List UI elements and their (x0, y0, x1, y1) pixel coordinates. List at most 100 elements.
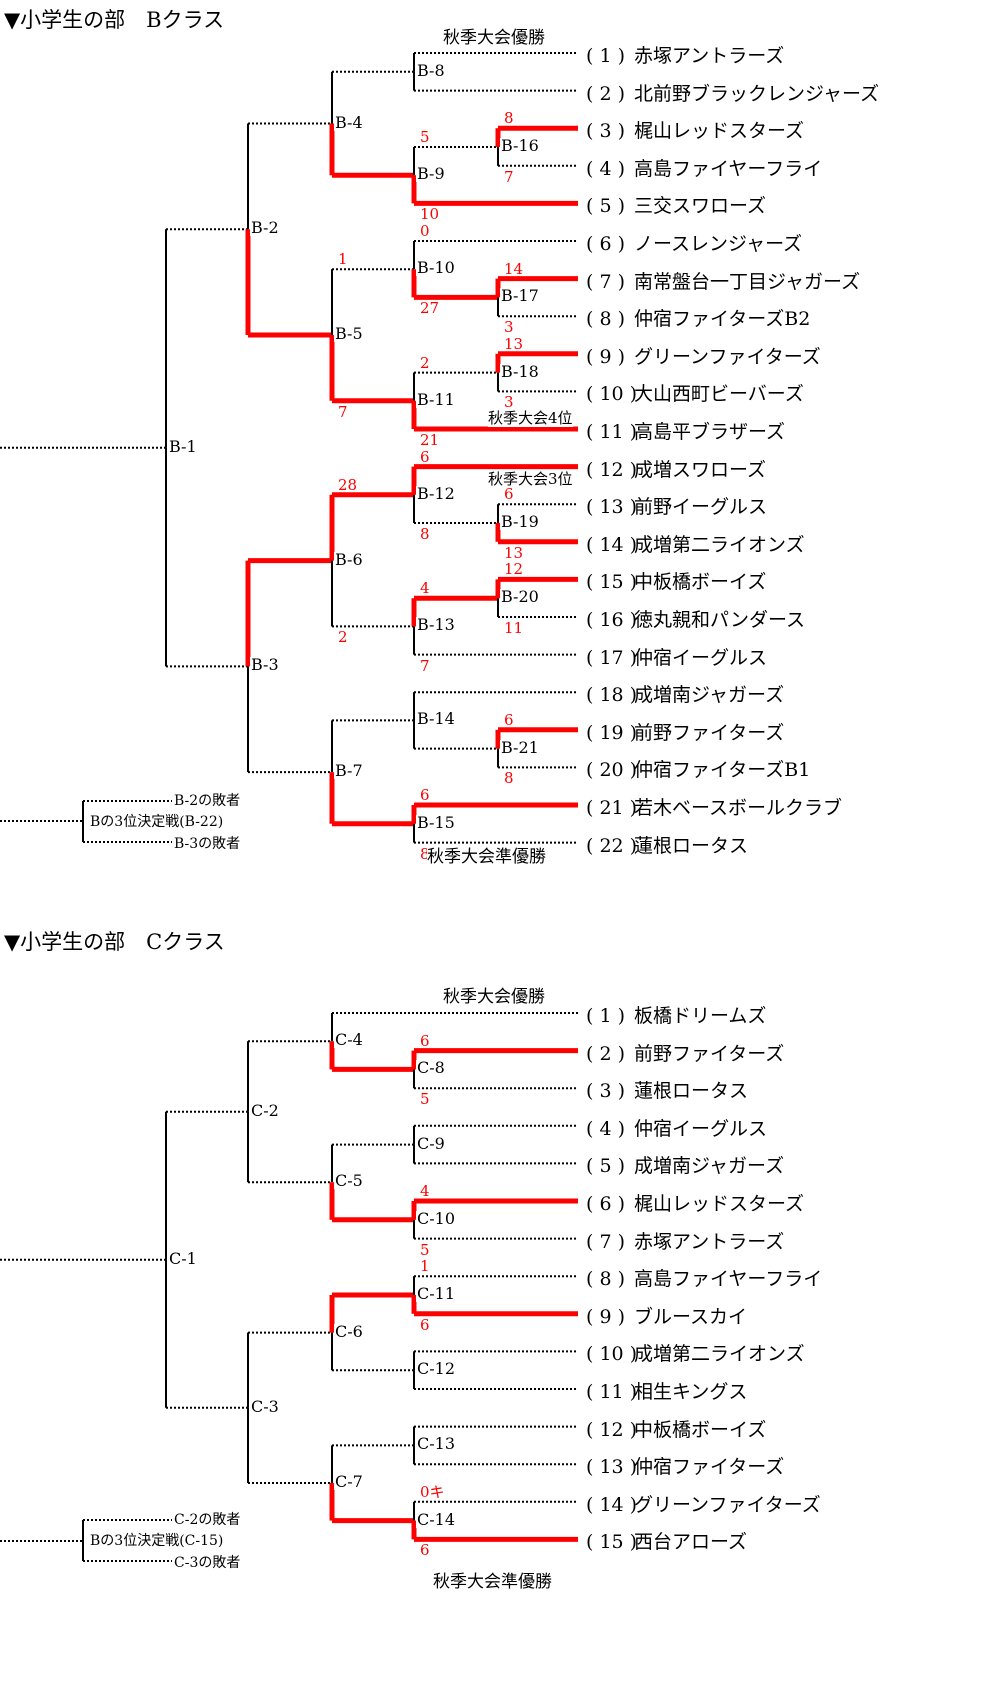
team-name: 相生キングス (634, 1381, 748, 1403)
team-entry: ( 5 )三交スワローズ (586, 191, 766, 218)
match-label: C-14 (416, 1509, 457, 1529)
team-entry: ( 9 )グリーンファイターズ (586, 342, 821, 369)
team-name: 北前野ブラックレンジャーズ (634, 82, 880, 105)
team-name: 大山西町ビーバーズ (634, 383, 804, 406)
team-entry: ( 7 )南常盤台一丁目ジャガーズ (586, 267, 860, 294)
team-entry: ( 14 )グリーンファイターズ (586, 1490, 821, 1517)
score-top: 28 (338, 475, 358, 494)
match-label: B-18 (500, 361, 540, 381)
match-label: B-11 (416, 389, 456, 409)
team-name: 成増南ジャガーズ (634, 684, 785, 707)
score-bottom: 13 (504, 543, 524, 562)
team-seed-number: ( 4 ) (586, 1117, 625, 1140)
team-name: 高島平ブラザーズ (634, 421, 786, 443)
team-entry: ( 1 ) 板橋ドリームズ (586, 1001, 766, 1028)
team-seed-number: ( 9 ) (586, 1305, 625, 1328)
match-label: B-19 (500, 512, 540, 531)
team-name: グリーンファイターズ (634, 345, 821, 368)
result-note-champion: 秋季大会優勝 (443, 28, 545, 48)
match-label: C-1 (168, 1248, 198, 1268)
match-label: C-8 (416, 1058, 446, 1078)
team-entry: ( 19 )前野ファイターズ (586, 718, 784, 745)
team-entry: ( 7 ) 赤塚アントラーズ (586, 1227, 784, 1254)
score-bottom: 2 (338, 628, 348, 647)
match-label: B-8 (416, 60, 446, 80)
score-bottom: 10 (420, 205, 440, 224)
score-top: 6 (420, 447, 430, 466)
team-entry: ( 5 ) 成増南ジャガーズ (586, 1151, 784, 1178)
team-entry: ( 10 )大山西町ビーバーズ (586, 379, 804, 406)
team-name: 西台アローズ (634, 1531, 748, 1554)
match-label: C-7 (334, 1472, 364, 1491)
team-entry: ( 4 )高島ファイヤーフライ (586, 154, 822, 181)
team-seed-number: ( 2 ) (586, 1042, 625, 1065)
score-bottom: 6 (420, 1541, 430, 1560)
team-name: 成増スワローズ (634, 458, 767, 481)
team-seed-number: ( 10 ) (586, 1343, 638, 1366)
team-entry: ( 8 )仲宿ファイターズB2 (586, 304, 810, 331)
team-entry: ( 10 )成増第二ライオンズ (586, 1339, 805, 1366)
team-seed-number: ( 14 ) (586, 533, 638, 556)
team-entry: ( 20 )仲宿ファイターズB1 (586, 755, 810, 782)
score-top: 1 (420, 1257, 430, 1276)
team-seed-number: ( 1 ) (586, 1005, 625, 1027)
team-entry: ( 14 )成増第二ライオンズ (586, 530, 805, 557)
team-entry: ( 17 )仲宿イーグルス (586, 643, 767, 670)
third-place-loser-b: C-3の敗者 (174, 1554, 241, 1572)
third-place-game: Bの3位決定戦(C-15) (90, 1532, 224, 1550)
team-name: ノースレンジャーズ (634, 233, 803, 255)
team-entry: ( 15 )中板橋ボーイズ (586, 567, 766, 594)
team-entry: ( 12 )成増スワローズ (586, 455, 766, 482)
score-top: 5 (420, 128, 430, 146)
match-label: B-3 (250, 655, 280, 675)
team-entry: ( 3 )梶山レッドスターズ (586, 116, 804, 143)
team-name: 仲宿イーグルス (634, 1117, 768, 1140)
match-label: C-11 (416, 1284, 457, 1303)
team-seed-number: ( 8 ) (586, 308, 625, 331)
team-entry: ( 22 )蓮根ロータス (586, 831, 748, 858)
team-seed-number: ( 2 ) (586, 82, 625, 105)
score-bottom: 5 (420, 1240, 430, 1259)
match-label: B-17 (500, 286, 540, 306)
team-name: 成増第二ライオンズ (634, 533, 805, 556)
third-place-loser-b: B-3の敗者 (174, 835, 241, 853)
score-bottom: 7 (504, 167, 514, 186)
team-seed-number: ( 5 ) (586, 1155, 625, 1178)
score-top: 8 (504, 109, 514, 128)
match-label: B-12 (416, 483, 456, 503)
team-name: 成増南ジャガーズ (634, 1155, 785, 1178)
team-entry: ( 2 ) 北前野ブラックレンジャーズ (586, 79, 879, 106)
team-entry: ( 11 )相生キングス (586, 1377, 747, 1404)
team-seed-number: ( 8 ) (586, 1268, 625, 1291)
third-place-loser-a: B-2の敗者 (174, 792, 241, 810)
match-label: B-7 (334, 761, 364, 781)
match-label: B-6 (334, 549, 364, 569)
match-label: B-15 (416, 812, 456, 832)
team-name: ブルースカイ (634, 1305, 748, 1328)
score-top: 6 (504, 710, 514, 729)
team-name: 南常盤台一丁目ジャガーズ (634, 270, 861, 293)
score-bottom: 8 (420, 525, 430, 543)
team-name: 梶山レッドスターズ (634, 120, 805, 143)
team-name: 梶山レッドスターズ (634, 1193, 805, 1215)
team-entry: ( 21 )若木ベースボールクラブ (586, 793, 842, 820)
team-seed-number: ( 21 ) (586, 797, 638, 819)
team-seed-number: ( 13 ) (586, 1456, 638, 1479)
team-name: 板橋ドリームズ (634, 1005, 767, 1027)
match-label: C-10 (416, 1208, 457, 1228)
score-top: 1 (338, 250, 348, 269)
team-entry: ( 6 )梶山レッドスターズ (586, 1189, 804, 1216)
score-top: 0キ (420, 1482, 445, 1501)
team-seed-number: ( 4 ) (586, 157, 625, 180)
match-label: C-12 (416, 1359, 457, 1379)
team-name: 赤塚アントラーズ (634, 1230, 785, 1253)
team-name: 中板橋ボーイズ (634, 571, 767, 594)
score-top: 4 (420, 579, 430, 598)
section-title: ▼小学生の部 Cクラス (4, 930, 225, 954)
match-label: C-4 (334, 1030, 364, 1050)
team-seed-number: ( 22 ) (586, 834, 638, 857)
team-entry: ( 15 )西台アローズ (586, 1527, 747, 1554)
team-seed-number: ( 7 ) (586, 1230, 625, 1253)
team-name: 三交スワローズ (634, 195, 767, 218)
match-label: C-3 (250, 1396, 280, 1416)
